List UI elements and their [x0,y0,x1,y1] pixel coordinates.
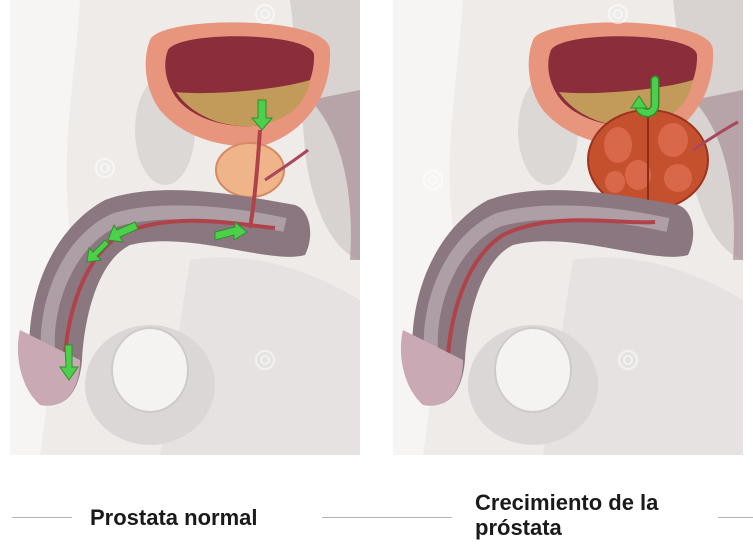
normal-prostate-illustration [10,0,360,455]
prostate [216,143,284,197]
enlarged-prostate-illustration [393,0,743,455]
caption-enlarged-prostate: Crecimiento de la próstata [475,490,725,541]
caption-rule [322,517,452,518]
caption-rule [12,517,72,518]
testicle [468,325,598,445]
testicle [85,325,215,445]
caption-normal-prostate: Prostata normal [90,505,258,530]
